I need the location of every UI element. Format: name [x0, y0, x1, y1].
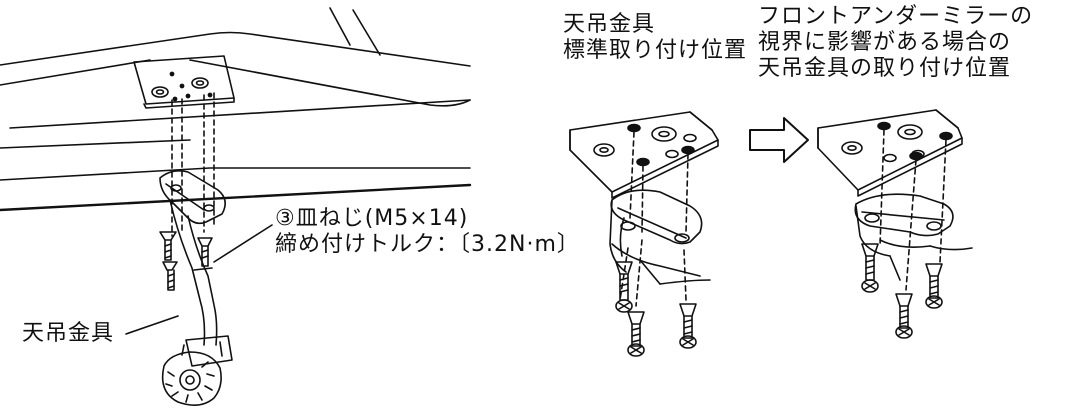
guide-lines: [171, 92, 215, 237]
alternative-position-line-2: 視界に影響がある場合の: [758, 30, 1012, 55]
standard-position-figure: [569, 111, 719, 357]
torque-spec-label: 締め付けトルク：〔3.2N·m〕: [275, 232, 580, 257]
standard-position-caption: 天吊金具 標準取り付け位置: [563, 12, 747, 64]
ceiling-mount-plate: [133, 55, 235, 109]
standard-position-subtitle: 標準取り付け位置: [563, 38, 748, 63]
screw-pointer-line: [213, 224, 273, 263]
screw-spec-label: ③皿ねじ(M5×14): [275, 206, 469, 231]
standard-position-title: 天吊金具: [563, 12, 656, 37]
screw-callout: ③皿ねじ(M5×14) 締め付けトルク：〔3.2N·m〕: [275, 206, 580, 258]
alternative-position-figure: [817, 109, 973, 339]
alternative-position-caption: フロントアンダーミラーの 視界に影響がある場合の 天吊金具の取り付け位置: [758, 4, 1033, 82]
cab-ceiling: [0, 7, 472, 212]
bracket-pointer-line: [125, 315, 179, 335]
flat-head-screw-icon: [159, 231, 213, 291]
mount-arm: [159, 170, 226, 346]
knob-icon: [161, 335, 233, 406]
right-arrow-icon: [749, 117, 809, 163]
alternative-position-line-3: 天吊金具の取り付け位置: [758, 56, 1012, 81]
bracket-label: 天吊金具: [22, 321, 115, 346]
alternative-position-line-1: フロントアンダーミラーの: [758, 4, 1034, 29]
